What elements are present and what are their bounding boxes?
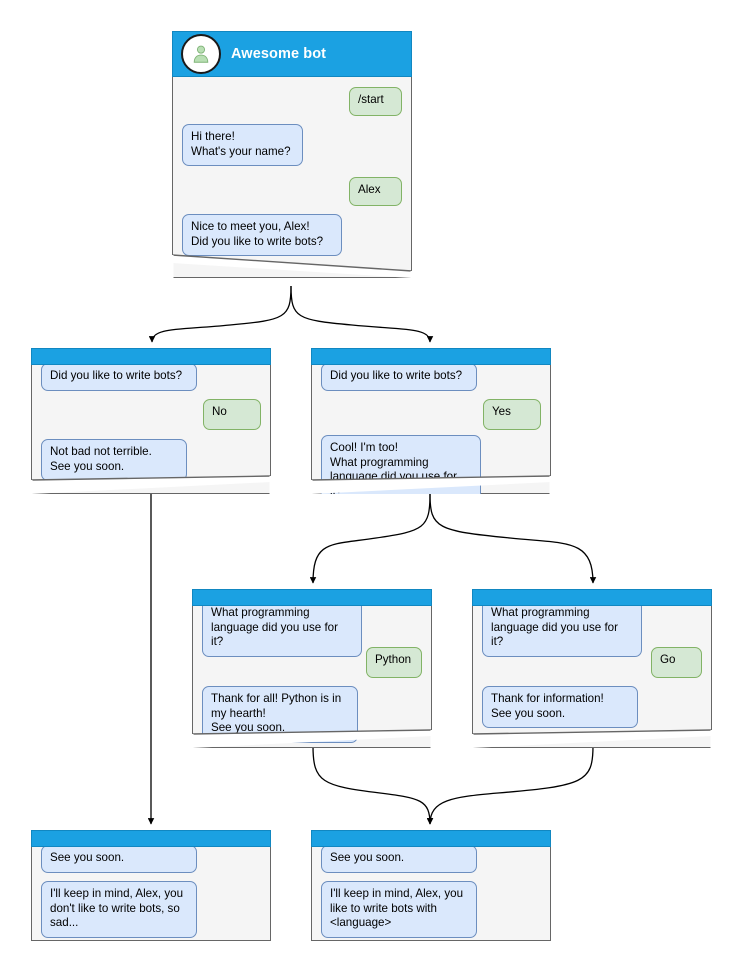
chat-transcript: Did you like to write bots? No Not bad n… [31,365,271,494]
chat-transcript: What programming language did you use fo… [192,606,432,748]
edge-yes-to-go [429,493,597,584]
message-bubble-bot[interactable]: Did you like to write bots? [321,365,477,391]
message-bubble-bot[interactable]: See you soon. [41,847,197,873]
edge-root-to-no [148,285,292,343]
card-answer-no-screen[interactable]: Did you like to write bots? No Not bad n… [31,348,271,494]
chat-transcript: What programming language did you use fo… [472,606,712,748]
message-bubble-bot[interactable]: Not bad not terrible. See you soon. [41,439,187,482]
message-bubble-user[interactable]: No [203,399,261,430]
card-header-bar [472,589,712,606]
edge-python-to-ending-yes [312,745,434,825]
message-bubble-bot[interactable]: What programming language did you use fo… [482,606,642,657]
chat-transcript: See you soon. I'll keep in mind, Alex, y… [31,847,271,941]
card-start-screen[interactable]: Awesome bot /start Hi there! What's your… [172,31,412,278]
message-bubble-bot[interactable]: I'll keep in mind, Alex, you don't like … [41,881,197,938]
message-bubble-bot[interactable]: I'll keep in mind, Alex, you like to wri… [321,881,477,938]
card-answer-python-screen[interactable]: What programming language did you use fo… [192,589,432,748]
card-ending-yes-screen[interactable]: See you soon. I'll keep in mind, Alex, y… [311,830,551,941]
message-bubble-user[interactable]: Alex [349,177,402,206]
person-avatar-icon [181,34,221,74]
message-bubble-user[interactable]: Python [366,647,422,678]
message-bubble-bot[interactable]: Nice to meet you, Alex! Did you like to … [182,214,342,257]
edge-go-to-ending-yes [426,745,594,825]
card-answer-go-screen[interactable]: What programming language did you use fo… [472,589,712,748]
card-header-bar [311,830,551,847]
message-bubble-bot[interactable]: What programming language did you use fo… [202,606,362,657]
message-bubble-user[interactable]: Yes [483,399,541,430]
message-bubble-user[interactable]: Go [651,647,702,678]
edge-yes-to-python [309,493,431,584]
chat-transcript: /start Hi there! What's your name? Alex … [172,77,412,278]
message-bubble-bot[interactable]: Did you like to write bots? [41,365,197,391]
bot-name-title: Awesome bot [231,46,327,62]
message-bubble-bot[interactable]: Thank for all! Python is in my hearth! S… [202,686,358,743]
card-header-bar: Awesome bot [172,31,412,77]
message-bubble-bot[interactable]: Thank for information! See you soon. [482,686,638,729]
message-bubble-bot[interactable]: See you soon. [321,847,477,873]
card-answer-yes-screen[interactable]: Did you like to write bots? Yes Cool! I'… [311,348,551,494]
message-bubble-bot[interactable]: Hi there! What's your name? [182,124,303,167]
chat-transcript: Did you like to write bots? Yes Cool! I'… [311,365,551,494]
card-header-bar [192,589,432,606]
message-bubble-user[interactable]: /start [349,87,402,116]
card-header-bar [31,348,271,365]
card-header-bar [311,348,551,365]
edge-root-to-yes [290,285,434,343]
chat-transcript: See you soon. I'll keep in mind, Alex, y… [311,847,551,941]
card-ending-no-screen[interactable]: See you soon. I'll keep in mind, Alex, y… [31,830,271,941]
message-bubble-bot[interactable]: Cool! I'm too! What programming language… [321,435,481,494]
card-header-bar [31,830,271,847]
